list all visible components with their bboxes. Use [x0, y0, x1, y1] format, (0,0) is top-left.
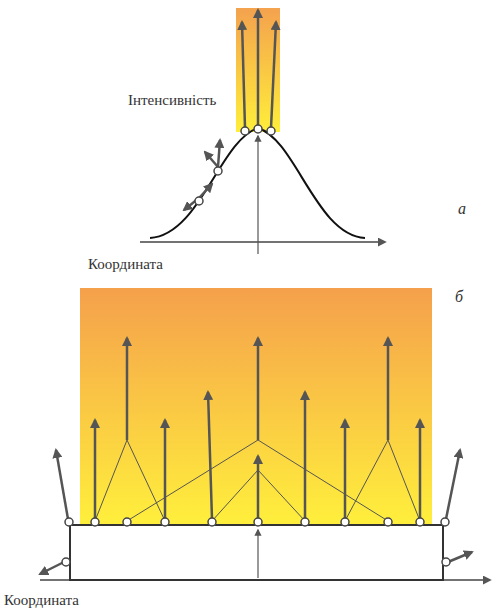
- axis-label: Координата: [88, 256, 163, 273]
- panel-letter: а: [458, 200, 466, 218]
- axis-label: Координата: [4, 592, 79, 609]
- panel-letter: б: [455, 288, 463, 306]
- axis-label: Інтенсивність: [128, 92, 216, 109]
